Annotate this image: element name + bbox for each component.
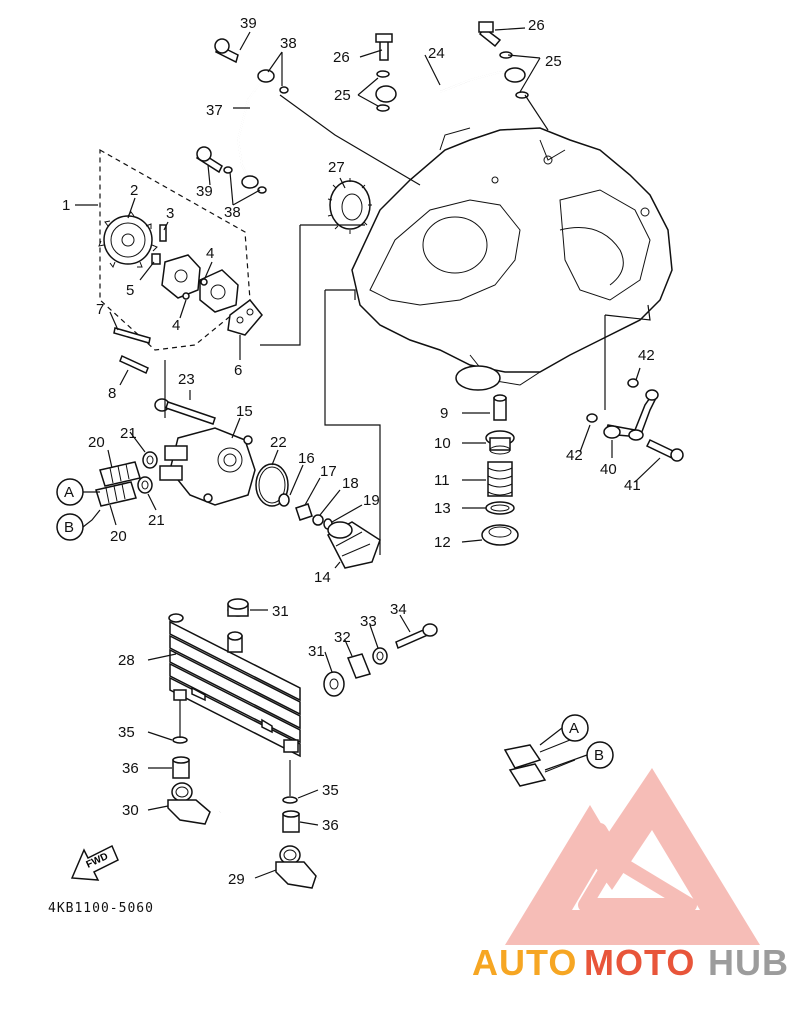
callout-24: 24: [428, 45, 445, 62]
callout-30: 30: [122, 802, 139, 819]
oil-cooler-28: [168, 613, 301, 758]
callout-6: 6: [234, 362, 242, 379]
bolt-23: [154, 398, 216, 425]
oil-filter-element-14: [326, 521, 381, 569]
callout-42-top: 42: [638, 347, 655, 364]
watermark-auto-text: AUTO: [472, 942, 577, 983]
callout-39-bottom: 39: [196, 183, 213, 200]
watermark-triangle-outer: [505, 768, 760, 945]
connector-a-left: A: [64, 484, 74, 501]
forward-arrow-icon: FWD: [70, 844, 119, 881]
oil-hoses: [167, 682, 576, 889]
callout-4-top: 4: [206, 245, 214, 262]
watermark-logo: [505, 768, 760, 945]
callout-27: 27: [328, 159, 345, 176]
callout-21-top: 21: [120, 425, 137, 442]
drive-gear-27: [327, 178, 372, 234]
callout-28: 28: [118, 652, 135, 669]
connector-b-left: B: [64, 519, 74, 536]
callout-35-right: 35: [322, 782, 339, 799]
watermark-hub-text: HUB: [708, 942, 789, 983]
oil-delivery-pipe-24: [375, 21, 529, 112]
pipe-bracket-40: [586, 378, 684, 462]
callout-13: 13: [434, 500, 451, 517]
callout-18: 18: [342, 475, 359, 492]
callout-numbers: 39 38 37 39 38 26 26 24 25 25 27 1 2 3 4…: [62, 15, 655, 888]
callout-33: 33: [360, 613, 377, 630]
callout-42-bottom: 42: [566, 447, 583, 464]
callout-26-right: 26: [528, 17, 545, 34]
diagram-code: 4KB1100-5060: [48, 901, 154, 916]
callout-9: 9: [440, 405, 448, 422]
filter-small-parts-16-19: [278, 493, 333, 530]
callout-22: 22: [270, 434, 287, 451]
callout-40: 40: [600, 461, 617, 478]
callout-2: 2: [130, 182, 138, 199]
callout-12: 12: [434, 534, 451, 551]
callout-36-left: 36: [122, 760, 139, 777]
crankcase: [351, 127, 673, 391]
callout-4-bottom: 4: [172, 317, 180, 334]
callout-38-bottom: 38: [224, 204, 241, 221]
cooler-mount-parts: [227, 598, 438, 697]
gaskets-21: [137, 451, 158, 494]
leader-lines: [107, 27, 661, 879]
callout-31-top: 31: [272, 603, 289, 620]
callout-25-left: 25: [334, 87, 351, 104]
callout-38-top: 38: [280, 35, 297, 52]
callout-11: 11: [434, 472, 450, 489]
callout-34: 34: [390, 601, 407, 618]
connector-a-right: A: [569, 720, 579, 737]
watermark-wordmark: AUTO MOTO HUB: [472, 942, 789, 983]
callout-26-left: 26: [333, 49, 350, 66]
oil-delivery-pipe-37: [196, 38, 289, 194]
callout-21-bottom: 21: [148, 512, 165, 529]
callout-7: 7: [96, 301, 104, 318]
watermark-moto-text: MOTO: [584, 942, 695, 983]
callout-8: 8: [108, 385, 116, 402]
connector-markers: A B A B: [56, 478, 614, 771]
oil-filter-cover-15: [159, 427, 256, 506]
callout-14: 14: [314, 569, 331, 586]
callout-17: 17: [320, 463, 337, 480]
callout-41: 41: [624, 477, 641, 494]
callout-29: 29: [228, 871, 245, 888]
callout-15: 15: [236, 403, 253, 420]
callout-3: 3: [166, 205, 174, 222]
callout-20-top: 20: [88, 434, 105, 451]
callout-10: 10: [434, 435, 451, 452]
callout-19: 19: [363, 492, 380, 509]
callout-32: 32: [334, 629, 351, 646]
watermark-triangle-inner: [533, 793, 737, 937]
callout-16: 16: [298, 450, 315, 467]
callout-1: 1: [62, 197, 70, 214]
callout-20-bottom: 20: [110, 528, 127, 545]
callout-25-right: 25: [545, 53, 562, 70]
oil-strainer-stack: [481, 394, 519, 546]
callout-39-top: 39: [240, 15, 257, 32]
callout-5: 5: [126, 282, 134, 299]
callout-37: 37: [206, 102, 223, 119]
connector-b-right: B: [594, 747, 604, 764]
callout-31-bottom: 31: [308, 643, 325, 660]
callout-36-right: 36: [322, 817, 339, 834]
callout-35-left: 35: [118, 724, 135, 741]
union-bolts-20: [95, 461, 141, 507]
oil-pump-assembly: [75, 148, 263, 375]
callout-23: 23: [178, 371, 195, 388]
